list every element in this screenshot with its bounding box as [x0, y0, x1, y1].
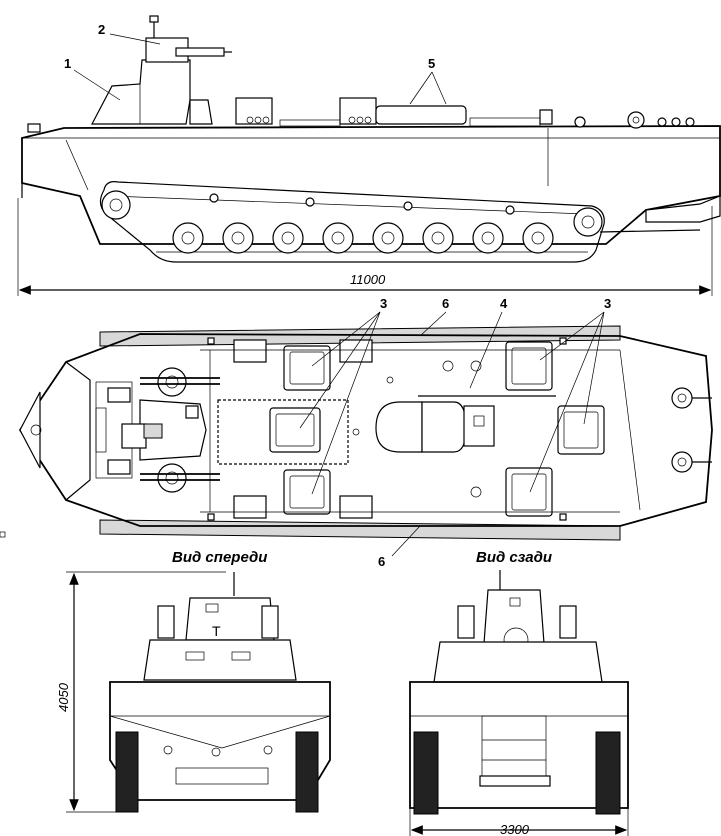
side-view: 11000 1 2 5 [17, 15, 721, 296]
central-hatch [375, 401, 423, 453]
deck-hatch-2 [339, 97, 377, 125]
front-track-left [115, 731, 139, 813]
exhaust-1 [671, 387, 693, 409]
hatches [269, 341, 605, 517]
rear-view: 3300 [409, 570, 629, 836]
callout-2: 2 [98, 22, 105, 37]
width-dimension: 3300 [500, 822, 530, 836]
front-turret [185, 597, 275, 641]
engine-deck-frame [217, 399, 349, 465]
front-view: T 4050 [56, 571, 331, 813]
idler-wheel [573, 207, 603, 237]
length-dimension: 11000 [350, 272, 386, 287]
callout-1: 1 [64, 56, 71, 71]
front-view-title: Вид спереди [172, 549, 267, 566]
callout-6-lower: 6 [378, 554, 385, 569]
deck-hatch-1 [235, 97, 273, 125]
front-track-right [295, 731, 319, 813]
gun-mount-top-2 [157, 463, 187, 493]
height-dimension: 4050 [56, 682, 71, 712]
rear-view-title: Вид сзади [476, 549, 552, 566]
callout-3-right: 3 [604, 296, 611, 311]
machine-gun [175, 47, 225, 57]
gun-mount-top-1 [157, 367, 187, 397]
hull-top-outline [18, 333, 713, 527]
callout-5: 5 [428, 56, 435, 71]
rear-track-left [413, 731, 439, 815]
svg-text:T: T [212, 623, 221, 639]
callout-3-left: 3 [380, 296, 387, 311]
road-wheels [172, 222, 554, 254]
drive-sprocket [101, 190, 131, 220]
callout-6-upper: 6 [442, 296, 449, 311]
top-view: 3 6 4 3 6 [0, 296, 713, 569]
cabin-superstructure [91, 59, 191, 125]
track-top-lower [99, 519, 621, 541]
float-box [375, 105, 467, 125]
exhaust-2 [671, 451, 693, 473]
rear-hull [409, 681, 629, 809]
hull-side-outline [21, 125, 721, 245]
rear-track-right [595, 731, 621, 815]
callout-4: 4 [500, 296, 508, 311]
